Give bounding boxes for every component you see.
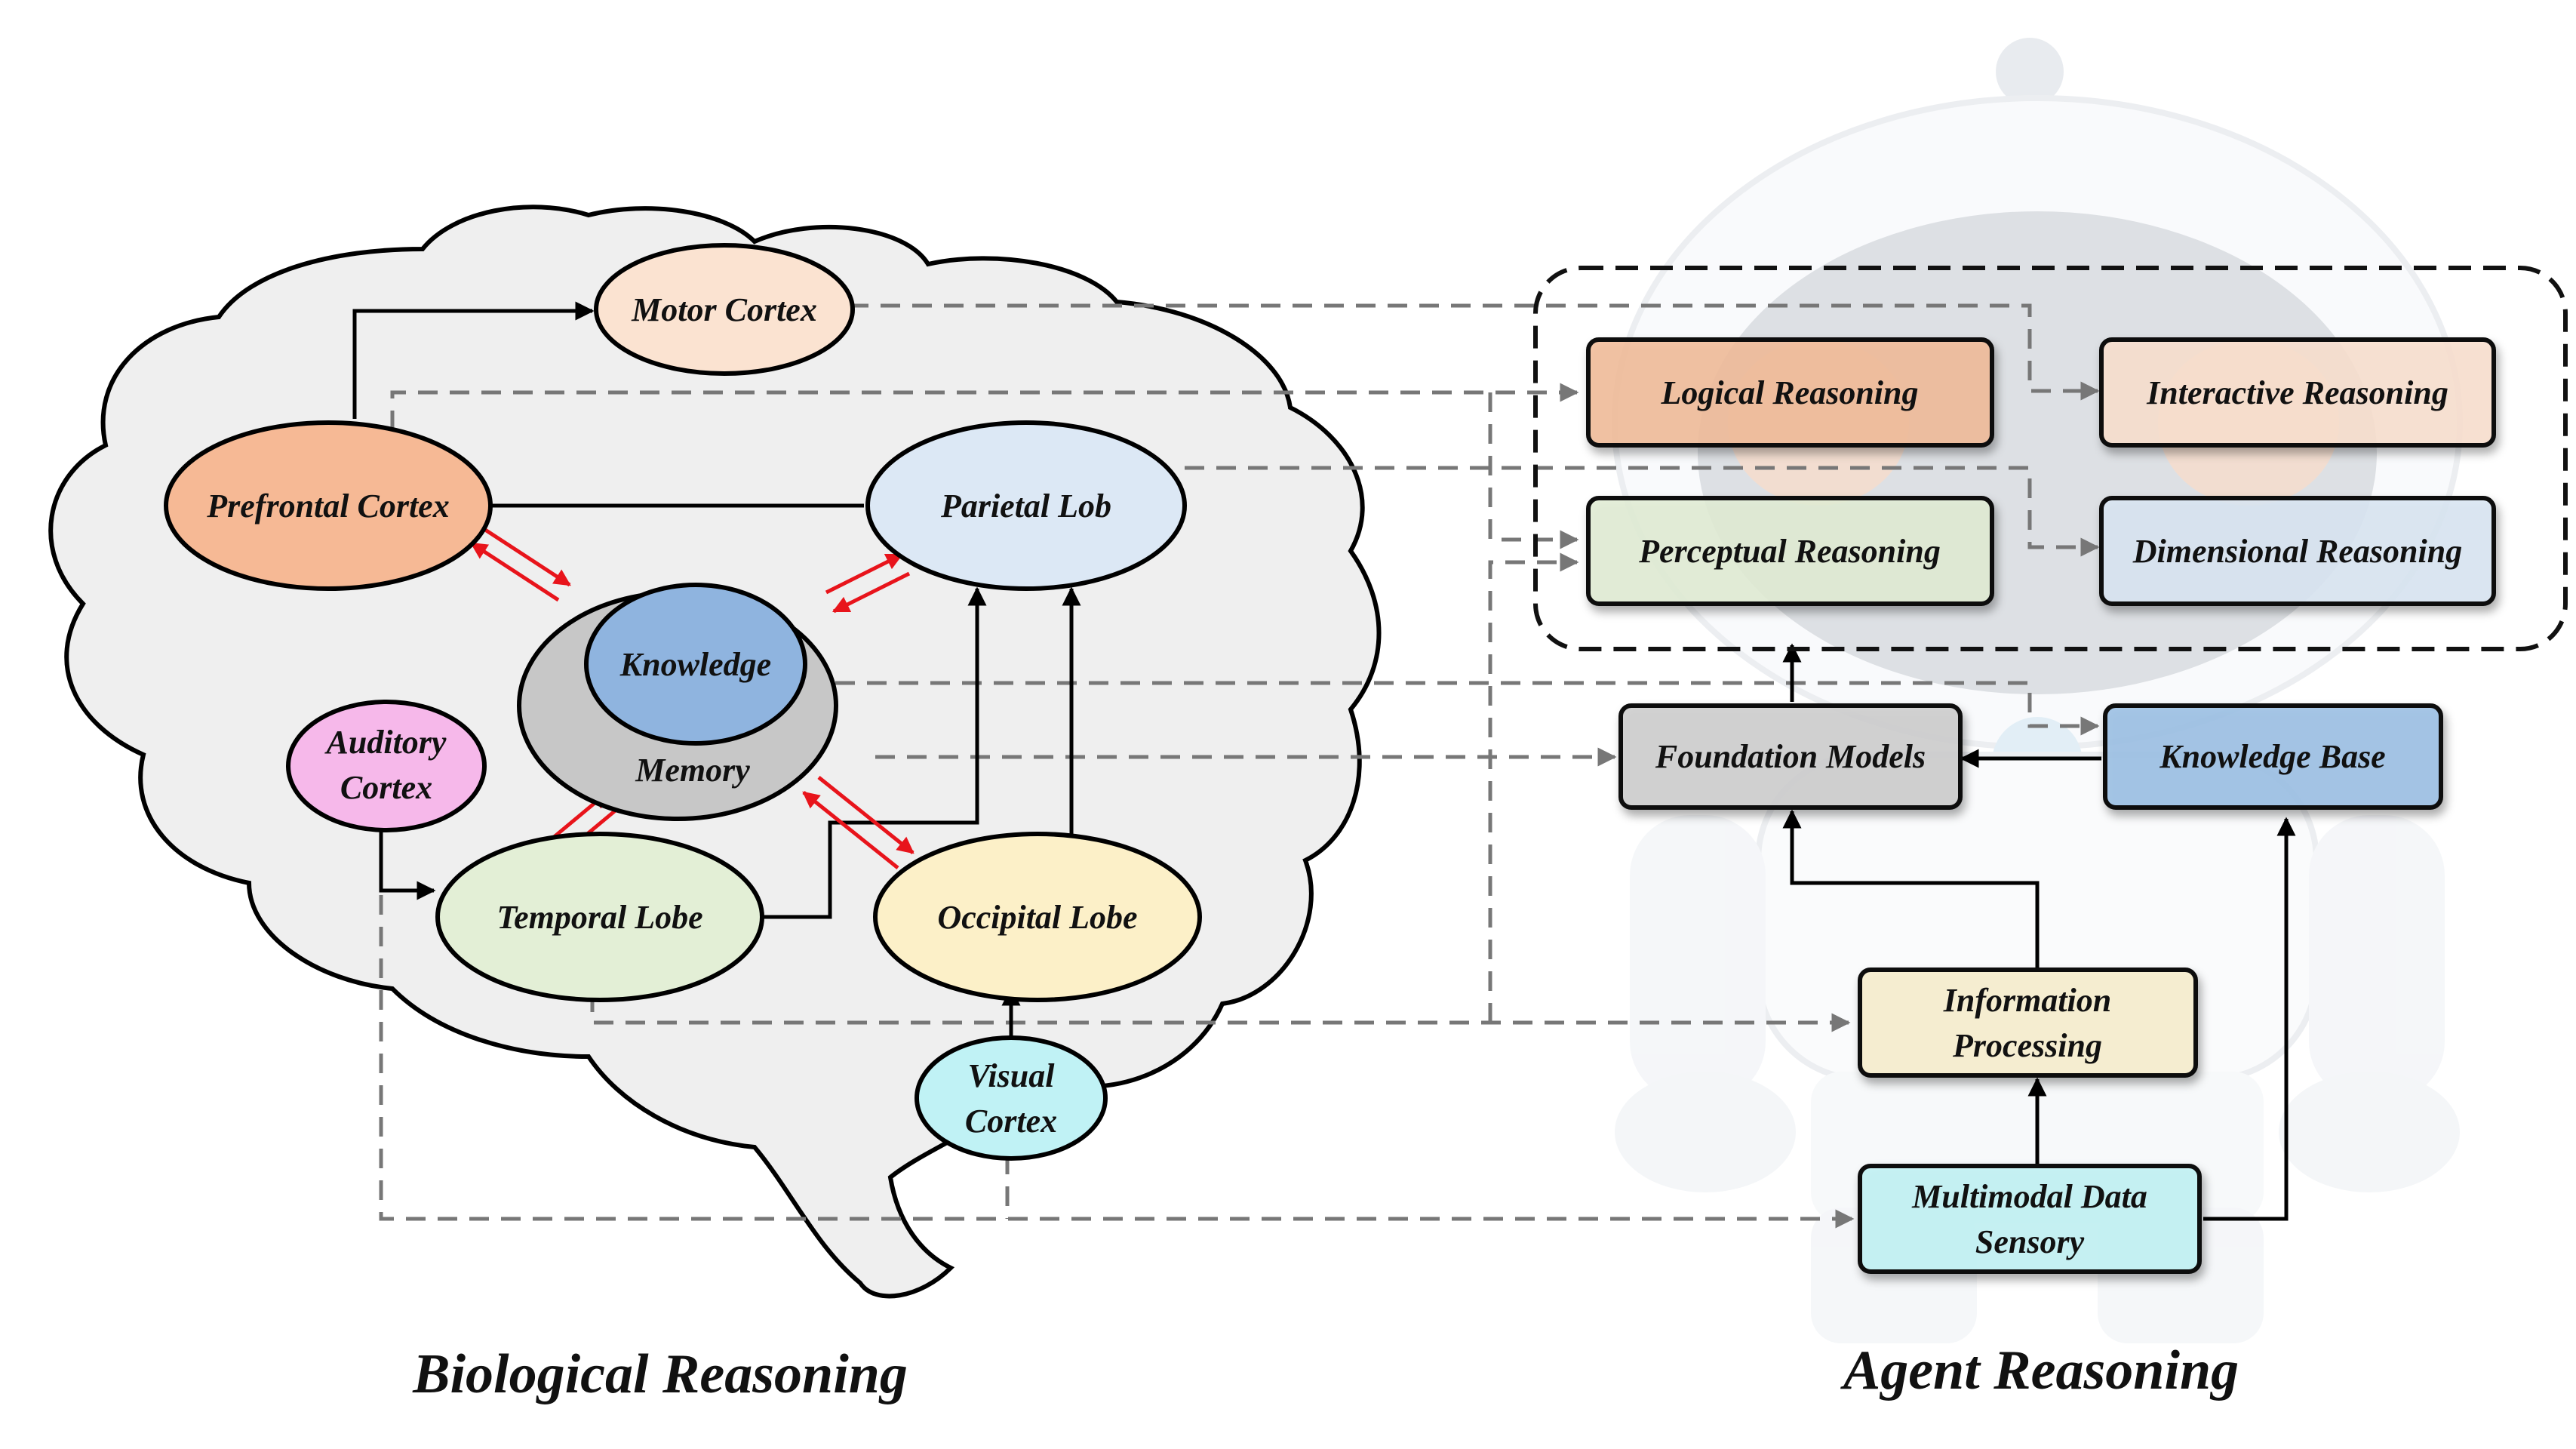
knowledge-label: Knowledge [619, 646, 771, 683]
foundation-models-label: Foundation Models [1655, 738, 1926, 775]
parietal-lob-label: Parietal Lob [940, 488, 1111, 525]
knowledge-base-label: Knowledge Base [2159, 738, 2385, 775]
multimodal-data-sensory-box: Multimodal Data Sensory [1858, 1164, 2202, 1274]
information-processing-box: Information Processing [1858, 968, 2198, 1078]
auditory-cortex-label-line1: Auditory [324, 724, 447, 761]
dimensional-reasoning-label: Dimensional Reasoning [2132, 533, 2462, 570]
agent-reasoning-title: Agent Reasoning [1840, 1340, 2239, 1401]
logical-reasoning-label: Logical Reasoning [1660, 374, 1918, 411]
perceptual-reasoning-box: Perceptual Reasoning [1586, 496, 1994, 606]
dashed-connections [379, 303, 2100, 1229]
visual-cortex-label-line2: Cortex [965, 1103, 1057, 1140]
knowledge-base-box: Knowledge Base [2103, 703, 2443, 810]
visual-cortex-label-line1: Visual [968, 1057, 1056, 1094]
occipital-lobe-node: Occipital Lobe [873, 832, 1202, 1002]
interactive-reasoning-label: Interactive Reasoning [2146, 374, 2448, 411]
auditory-cortex-label-line2: Cortex [340, 769, 432, 806]
prefrontal-cortex-label: Prefrontal Cortex [206, 488, 449, 525]
parietal-lob-node: Parietal Lob [865, 420, 1187, 591]
memory-label: Memory [635, 752, 750, 789]
temporal-lobe-label: Temporal Lobe [496, 899, 702, 936]
perceptual-reasoning-label: Perceptual Reasoning [1638, 533, 1941, 570]
solid-connections [352, 301, 2296, 1221]
multimodal-data-sensory-label-line2: Sensory [1975, 1223, 2085, 1260]
temporal-lobe-node: Temporal Lobe [435, 832, 764, 1002]
interactive-reasoning-box: Interactive Reasoning [2099, 337, 2496, 448]
auditory-cortex-node: Auditory Cortex [286, 700, 487, 832]
foundation-models-box: Foundation Models [1618, 703, 1963, 810]
occipital-lobe-label: Occipital Lobe [937, 899, 1137, 936]
multimodal-data-sensory-label-line1: Multimodal Data [1911, 1178, 2147, 1215]
motor-cortex-node: Motor Cortex [594, 243, 855, 376]
knowledge-node: Knowledge [584, 583, 807, 746]
reasoning-group-container [1533, 266, 2568, 651]
information-processing-label-line2: Processing [1952, 1027, 2102, 1064]
visual-cortex-node: Visual Cortex [915, 1035, 1108, 1161]
information-processing-label-line1: Information [1943, 982, 2112, 1019]
dimensional-reasoning-box: Dimensional Reasoning [2099, 496, 2496, 606]
motor-cortex-label: Motor Cortex [631, 291, 817, 328]
logical-reasoning-box: Logical Reasoning [1586, 337, 1994, 448]
biological-reasoning-title: Biological Reasoning [412, 1343, 908, 1405]
prefrontal-cortex-node: Prefrontal Cortex [164, 420, 493, 591]
